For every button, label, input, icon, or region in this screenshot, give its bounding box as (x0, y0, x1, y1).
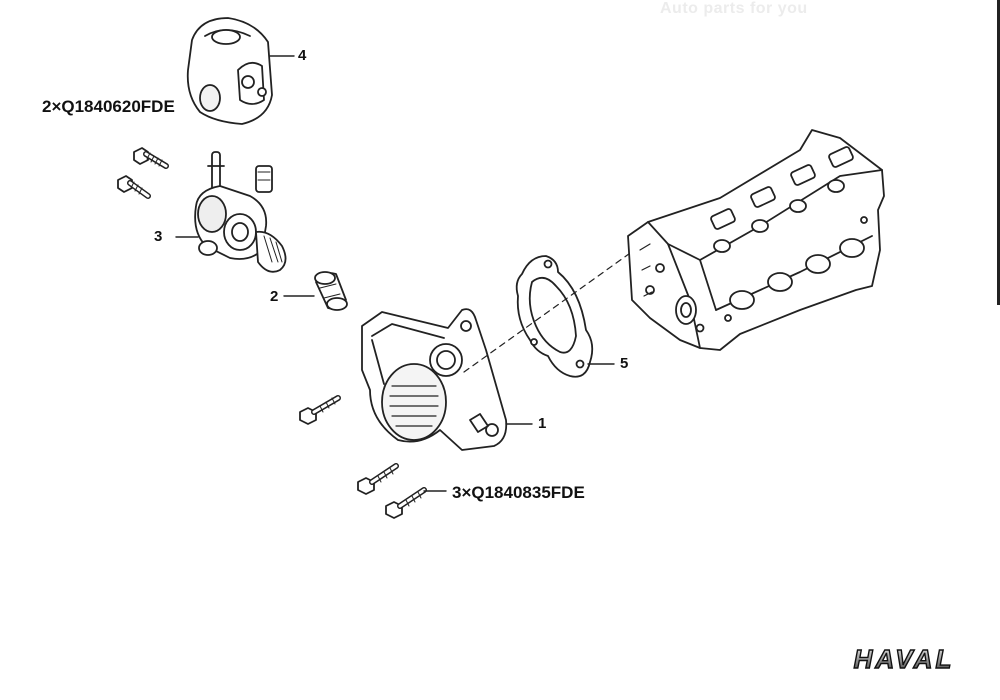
bolt-upper-b (117, 175, 151, 199)
alignment-line (463, 245, 641, 373)
svg-text:HAVAL: HAVAL (854, 644, 955, 674)
part-4-cover (186, 17, 273, 125)
callout-part-5: 5 (620, 355, 629, 372)
callout-part-2: 2 (270, 288, 279, 305)
part-2-roller-tappet (314, 271, 348, 311)
callout-part-1: 1 (538, 415, 547, 432)
bolt-upper-a (133, 147, 169, 169)
cylinder-head (627, 129, 885, 351)
haval-logo: HAVAL (853, 644, 955, 674)
callout-bolts-lower: 3×Q1840835FDE (452, 483, 585, 502)
callout-part-4: 4 (298, 47, 307, 64)
part-1-pump-housing (361, 308, 508, 451)
callout-part-3: 3 (154, 228, 163, 245)
part-5-gasket (515, 255, 594, 378)
bolt-housing (299, 395, 341, 425)
bolt-lower-b (385, 487, 427, 519)
callout-bolts-upper: 2×Q1840620FDE (42, 97, 175, 116)
frame-edge (997, 0, 1000, 305)
part-3-fuel-pump (194, 151, 287, 273)
bolt-lower-a (357, 463, 399, 495)
watermark-text: Auto parts for you (660, 0, 808, 17)
